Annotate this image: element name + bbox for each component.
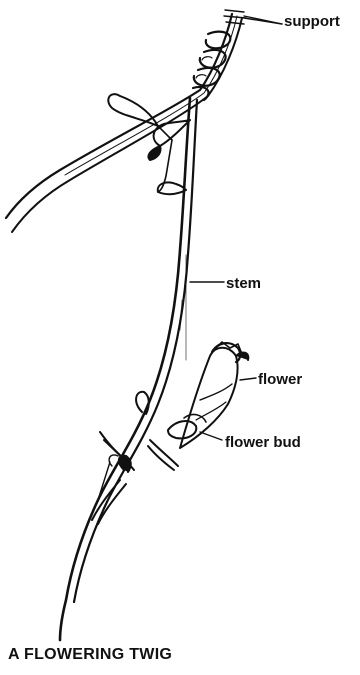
diagram-caption: A FLOWERING TWIG [8, 647, 172, 663]
flower-shape [180, 342, 248, 448]
lower-twigs [92, 432, 178, 524]
label-support: support [284, 14, 340, 29]
label-stem: stem [226, 276, 261, 291]
main-stem [60, 98, 197, 640]
upper-leaves [108, 94, 190, 194]
label-flower: flower [258, 372, 302, 387]
label-flower-bud: flower bud [225, 435, 301, 450]
